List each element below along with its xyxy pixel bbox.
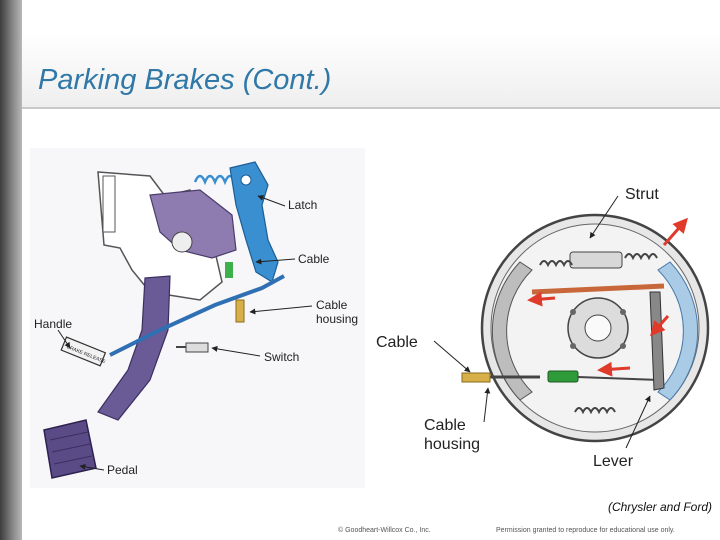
label-lever: Lever xyxy=(593,453,634,470)
label-cable-housing-right-line2: housing xyxy=(424,436,480,453)
footer-copyright: © Goodheart-Willcox Co., Inc. xyxy=(338,527,431,534)
drum-brake-diagram: Strut Cable Cable housing Lever xyxy=(376,186,710,470)
release-cable xyxy=(109,274,285,357)
slide-header xyxy=(22,0,720,108)
label-cable-left: Cable xyxy=(298,252,330,266)
red-arrow-shoe-out xyxy=(662,217,688,246)
pivot-bolt xyxy=(171,231,193,253)
return-spring xyxy=(193,174,237,186)
bracket-tab xyxy=(102,175,116,233)
latch-lever xyxy=(229,161,279,283)
cable-fitting xyxy=(225,262,233,278)
return-spring-right xyxy=(624,253,658,261)
strut-leader xyxy=(589,195,619,239)
label-cable-housing-right-line1: Cable xyxy=(424,417,466,434)
left-sidebar xyxy=(0,0,22,540)
cable-housing-threaded xyxy=(235,299,245,323)
stud-hole-4 xyxy=(620,343,626,349)
switch-leader xyxy=(211,345,261,357)
label-cable-housing-left-line2: housing xyxy=(316,312,358,326)
leading-shoe xyxy=(491,261,533,401)
pedal-assembly-diagram: BRAKE RELEASE Latch Cable Cable housing … xyxy=(30,148,365,488)
red-arrow-shoe-in xyxy=(650,315,670,337)
label-cable-housing-left-line1: Cable xyxy=(316,298,348,312)
brake-switch xyxy=(185,342,209,353)
pedal-tread-2 xyxy=(51,443,91,453)
trailing-shoe xyxy=(657,261,699,401)
stud-hole-1 xyxy=(570,309,576,315)
cable-spring xyxy=(547,370,579,383)
cable-leader-right xyxy=(433,340,471,373)
red-arrow-strut-push xyxy=(527,291,556,307)
pedal-leader xyxy=(79,463,105,471)
parking-lever xyxy=(649,291,665,391)
parking-cable-inner xyxy=(577,376,661,381)
axle-hole xyxy=(584,314,612,342)
pedal-tread-1 xyxy=(49,431,89,441)
header-divider xyxy=(22,107,720,109)
lower-spring xyxy=(574,407,616,415)
label-pedal: Pedal xyxy=(107,463,138,477)
label-handle: Handle xyxy=(34,317,72,331)
handle-leader xyxy=(57,329,71,349)
red-arrow-cable-pull xyxy=(597,361,631,377)
cable-housing-leader-right xyxy=(483,387,491,423)
cable-housing-right xyxy=(461,372,491,383)
lever-leader xyxy=(625,395,651,449)
ratchet-plate xyxy=(149,189,237,259)
label-switch: Switch xyxy=(264,350,299,364)
label-strut: Strut xyxy=(625,186,659,203)
stud-hole-3 xyxy=(570,343,576,349)
wheel-cylinder xyxy=(569,251,623,269)
slide-title: Parking Brakes (Cont.) xyxy=(38,64,332,96)
pedal-tread-3 xyxy=(53,455,93,465)
return-spring-left xyxy=(539,260,573,268)
pedal-pad xyxy=(43,419,97,479)
stud-hole-2 xyxy=(620,309,626,315)
figure-credit: (Chrysler and Ford) xyxy=(607,500,712,514)
label-latch: Latch xyxy=(288,198,317,212)
label-cable-right: Cable xyxy=(376,334,418,351)
cable-housing-leader xyxy=(249,305,313,315)
strut xyxy=(531,283,665,295)
footer-permission: Permission granted to reproduce for educ… xyxy=(496,527,675,534)
cable-leader xyxy=(255,258,296,265)
release-handle: BRAKE RELEASE xyxy=(60,336,107,367)
latch-leader xyxy=(257,195,286,207)
latch-pivot xyxy=(240,174,252,186)
